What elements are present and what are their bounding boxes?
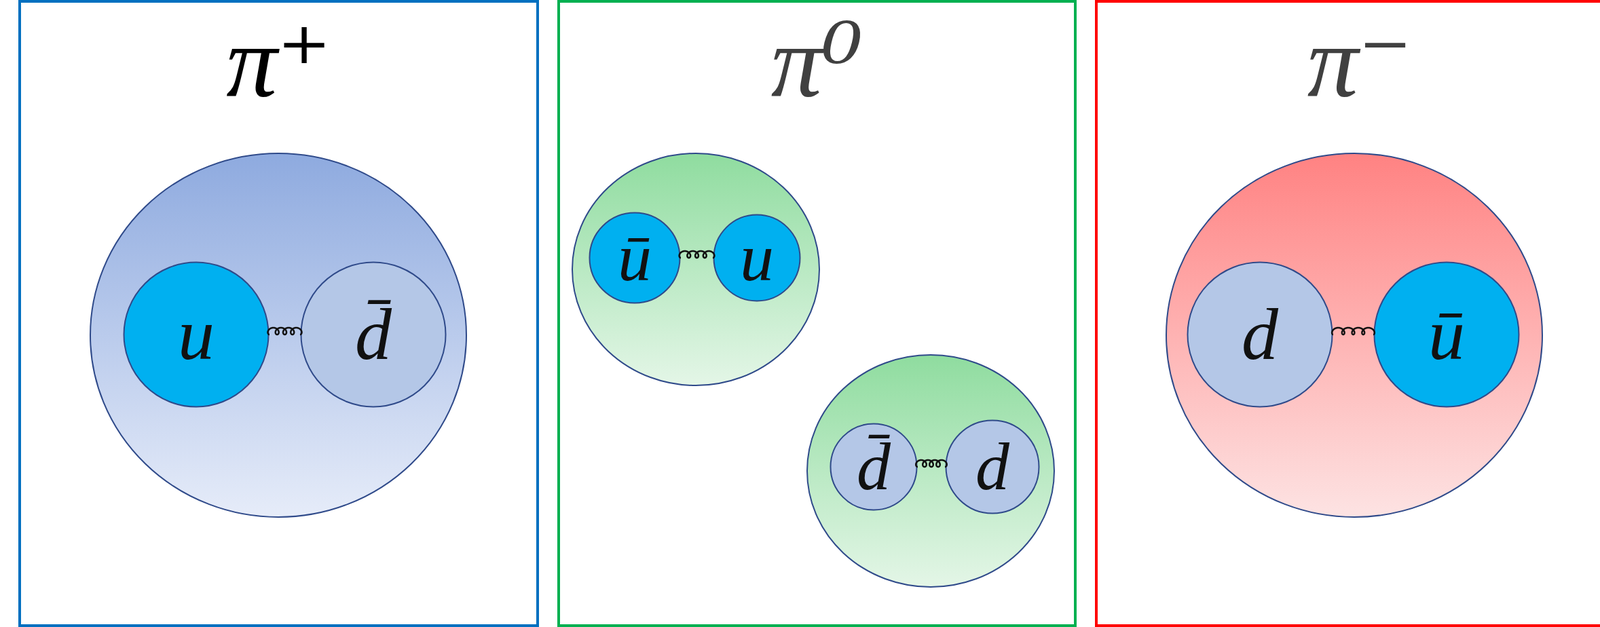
quark-circle: ū [1373,261,1520,408]
quark-label: ū [617,224,652,292]
panel-title: π⁻ [1097,10,1600,113]
quark-circle: u [122,261,270,408]
quark-label: d̄ [856,433,891,501]
pion-panel: π⁰ ū u d̄ d [557,0,1077,627]
pion-panel: π⁺ u d̄ [18,0,539,627]
panel-title: π⁺ [21,10,537,113]
quark-circle: u [712,213,802,303]
quark-circle: d̄ [829,422,918,512]
pion-ellipse [572,153,820,386]
pion-ellipse [1166,153,1543,518]
quark-circle: d [1186,261,1334,408]
quark-fill [1374,262,1520,408]
quark-fill [714,215,801,302]
quark-fill [589,213,681,304]
gluon-spring [679,251,715,258]
quark-circle: d [944,419,1040,515]
gluon-spring [267,327,302,335]
quark-label: u [177,298,215,372]
panel-title: π⁰ [560,10,1074,113]
quark-circle: ū [588,211,681,305]
gluon-spring [1331,327,1375,335]
gluon-spring [915,460,947,468]
quark-fill [1187,262,1333,408]
quark-fill [830,424,918,511]
pion-ellipse [807,355,1055,588]
quark-label: ū [1428,298,1465,372]
quark-circle: d̄ [300,261,447,408]
quark-fill [124,262,269,408]
quark-label: d [1241,298,1279,372]
pion-ellipse [90,153,467,518]
pion-panel: π⁻ d ū [1094,0,1600,627]
quark-label: d̄ [355,298,392,372]
quark-label: u [739,224,774,292]
quark-fill [301,262,446,408]
quark-fill [946,420,1040,514]
quark-label: d [975,433,1010,501]
